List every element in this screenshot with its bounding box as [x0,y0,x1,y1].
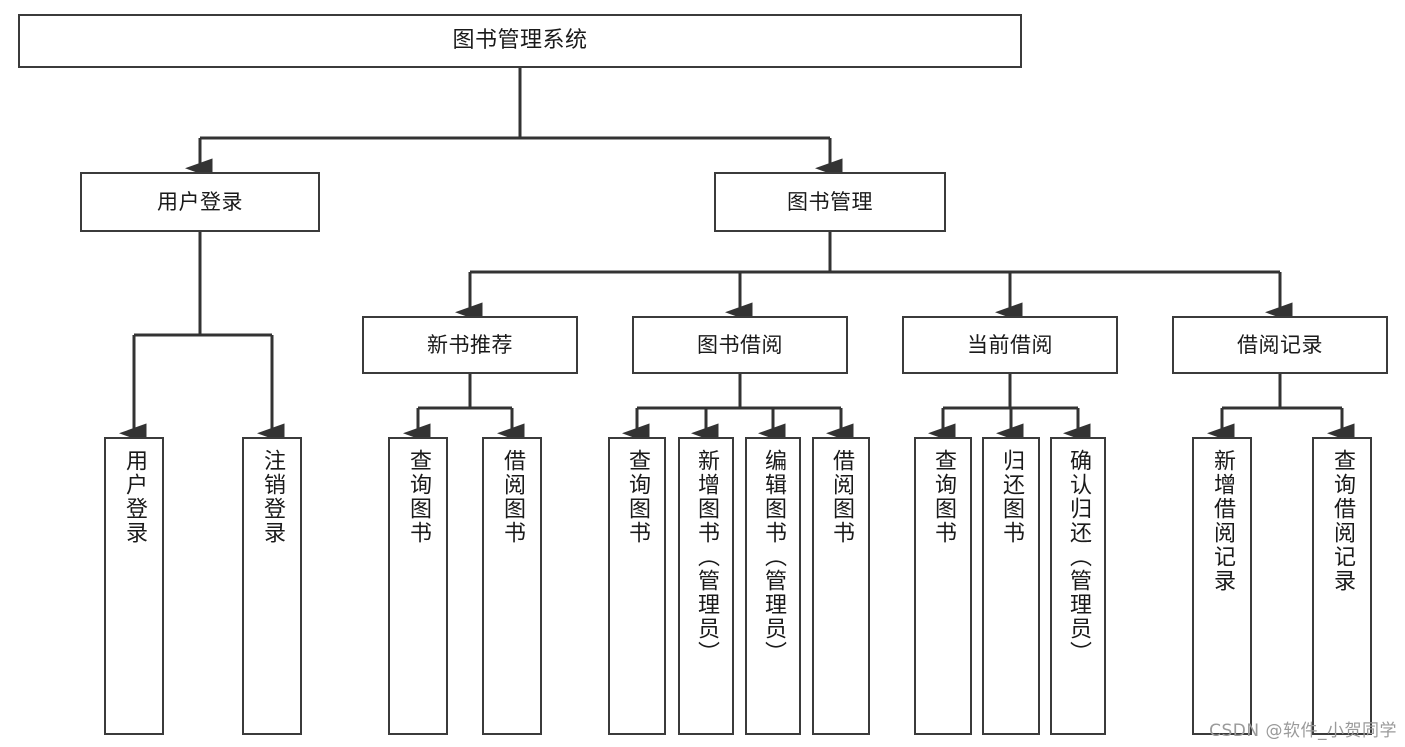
node-leaf-borrow-book[interactable]: 借阅图书 [812,437,870,735]
node-leaf-logout[interactable]: 注销登录 [242,437,302,735]
node-book-manage-label: 图书管理 [787,189,873,214]
node-leaf-query-book-borrow[interactable]: 查询图书 [608,437,666,735]
node-borrow-record[interactable]: 借阅记录 [1172,316,1388,374]
node-leaf-query-book-current-label: 查询图书 [931,449,956,545]
node-leaf-query-book-recommend-label: 查询图书 [406,449,431,545]
node-book-borrow-label: 图书借阅 [697,332,783,357]
node-borrow-record-label: 借阅记录 [1237,332,1323,357]
node-leaf-logout-label: 注销登录 [260,449,285,545]
node-leaf-query-book-recommend[interactable]: 查询图书 [388,437,448,735]
node-leaf-query-borrow-record-label: 查询借阅记录 [1330,449,1355,593]
node-leaf-confirm-return[interactable]: 确认归还（管理员） [1050,437,1106,735]
node-leaf-borrow-book-label: 借阅图书 [829,449,854,545]
node-leaf-query-book-borrow-label: 查询图书 [625,449,650,545]
node-new-book-recommend[interactable]: 新书推荐 [362,316,578,374]
node-leaf-add-book-label: 新增图书（管理员） [694,449,719,665]
node-leaf-confirm-return-label: 确认归还（管理员） [1066,449,1091,665]
csdn-watermark: CSDN @软件_小贺同学 [1209,721,1397,741]
node-leaf-edit-book-label: 编辑图书（管理员） [761,449,786,665]
node-leaf-return-book[interactable]: 归还图书 [982,437,1040,735]
node-new-book-recommend-label: 新书推荐 [427,332,513,357]
node-leaf-query-borrow-record[interactable]: 查询借阅记录 [1312,437,1372,735]
node-user-login-label: 用户登录 [157,189,243,214]
node-leaf-add-borrow-record[interactable]: 新增借阅记录 [1192,437,1252,735]
node-leaf-add-book[interactable]: 新增图书（管理员） [678,437,734,735]
node-user-login[interactable]: 用户登录 [80,172,320,232]
node-current-borrow-label: 当前借阅 [967,332,1053,357]
node-leaf-borrow-book-recommend[interactable]: 借阅图书 [482,437,542,735]
node-leaf-user-login-label: 用户登录 [122,449,147,545]
node-leaf-borrow-book-recommend-label: 借阅图书 [500,449,525,545]
node-leaf-query-book-current[interactable]: 查询图书 [914,437,972,735]
node-current-borrow[interactable]: 当前借阅 [902,316,1118,374]
node-leaf-user-login[interactable]: 用户登录 [104,437,164,735]
node-root-label: 图书管理系统 [452,28,588,54]
node-leaf-edit-book[interactable]: 编辑图书（管理员） [745,437,801,735]
node-root[interactable]: 图书管理系统 [18,14,1022,68]
node-book-borrow[interactable]: 图书借阅 [632,316,848,374]
node-book-manage[interactable]: 图书管理 [714,172,946,232]
node-leaf-return-book-label: 归还图书 [999,449,1024,545]
node-leaf-add-borrow-record-label: 新增借阅记录 [1210,449,1235,593]
